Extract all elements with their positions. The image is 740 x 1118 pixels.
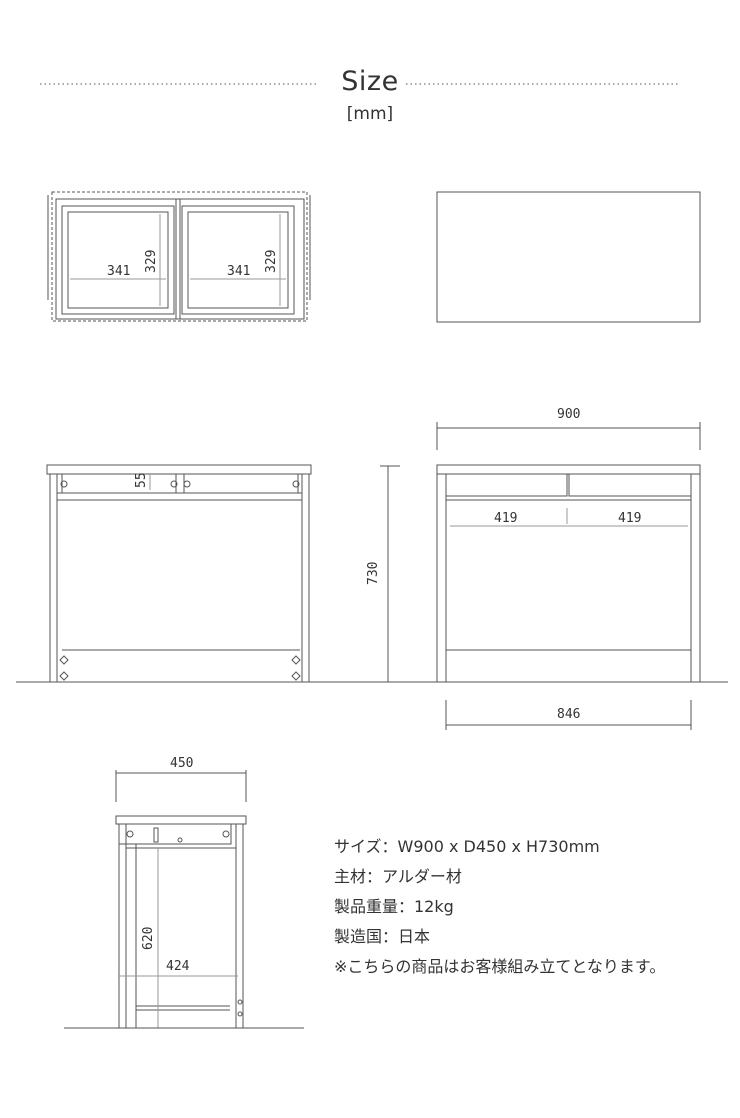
label-inner-base-width: 846 xyxy=(557,707,580,722)
spec-size: サイズ：W900 x D450 x H730mm xyxy=(334,837,600,856)
label-inner-height-right: 329 xyxy=(264,250,279,273)
spec-material: 主材：アルダー材 xyxy=(334,867,462,886)
top-view-board xyxy=(436,191,701,323)
side-view xyxy=(64,770,304,1029)
spec-list: サイズ：W900 x D450 x H730mm 主材：アルダー材 製品重量：1… xyxy=(334,832,665,982)
label-drawer-height: 55 xyxy=(134,472,149,488)
front-view-inner xyxy=(46,464,312,682)
height-dimension xyxy=(380,465,400,682)
page-title: Size xyxy=(341,66,399,97)
label-leg-height: 620 xyxy=(141,927,156,950)
label-inner-width-right: 341 xyxy=(227,264,250,279)
inner-width-dimension xyxy=(445,700,692,730)
label-total-width: 900 xyxy=(557,407,580,422)
label-drawer-width-right: 419 xyxy=(618,511,641,526)
spec-weight: 製品重量：12kg xyxy=(334,897,454,916)
spec-origin: 製造国：日本 xyxy=(334,927,431,946)
width-dimension xyxy=(436,422,701,450)
front-view-outer xyxy=(436,464,701,682)
label-inner-depth: 424 xyxy=(166,959,190,974)
label-inner-height-left: 329 xyxy=(144,250,159,273)
label-drawer-width-left: 419 xyxy=(494,511,517,526)
spec-assembly-note: ※こちらの商品はお客様組み立てとなります。 xyxy=(334,957,666,976)
unit-label: [mm] xyxy=(346,104,394,124)
label-depth: 450 xyxy=(170,756,193,771)
top-view-inner xyxy=(47,191,311,322)
label-total-height: 730 xyxy=(366,562,381,585)
label-inner-width-left: 341 xyxy=(107,264,130,279)
